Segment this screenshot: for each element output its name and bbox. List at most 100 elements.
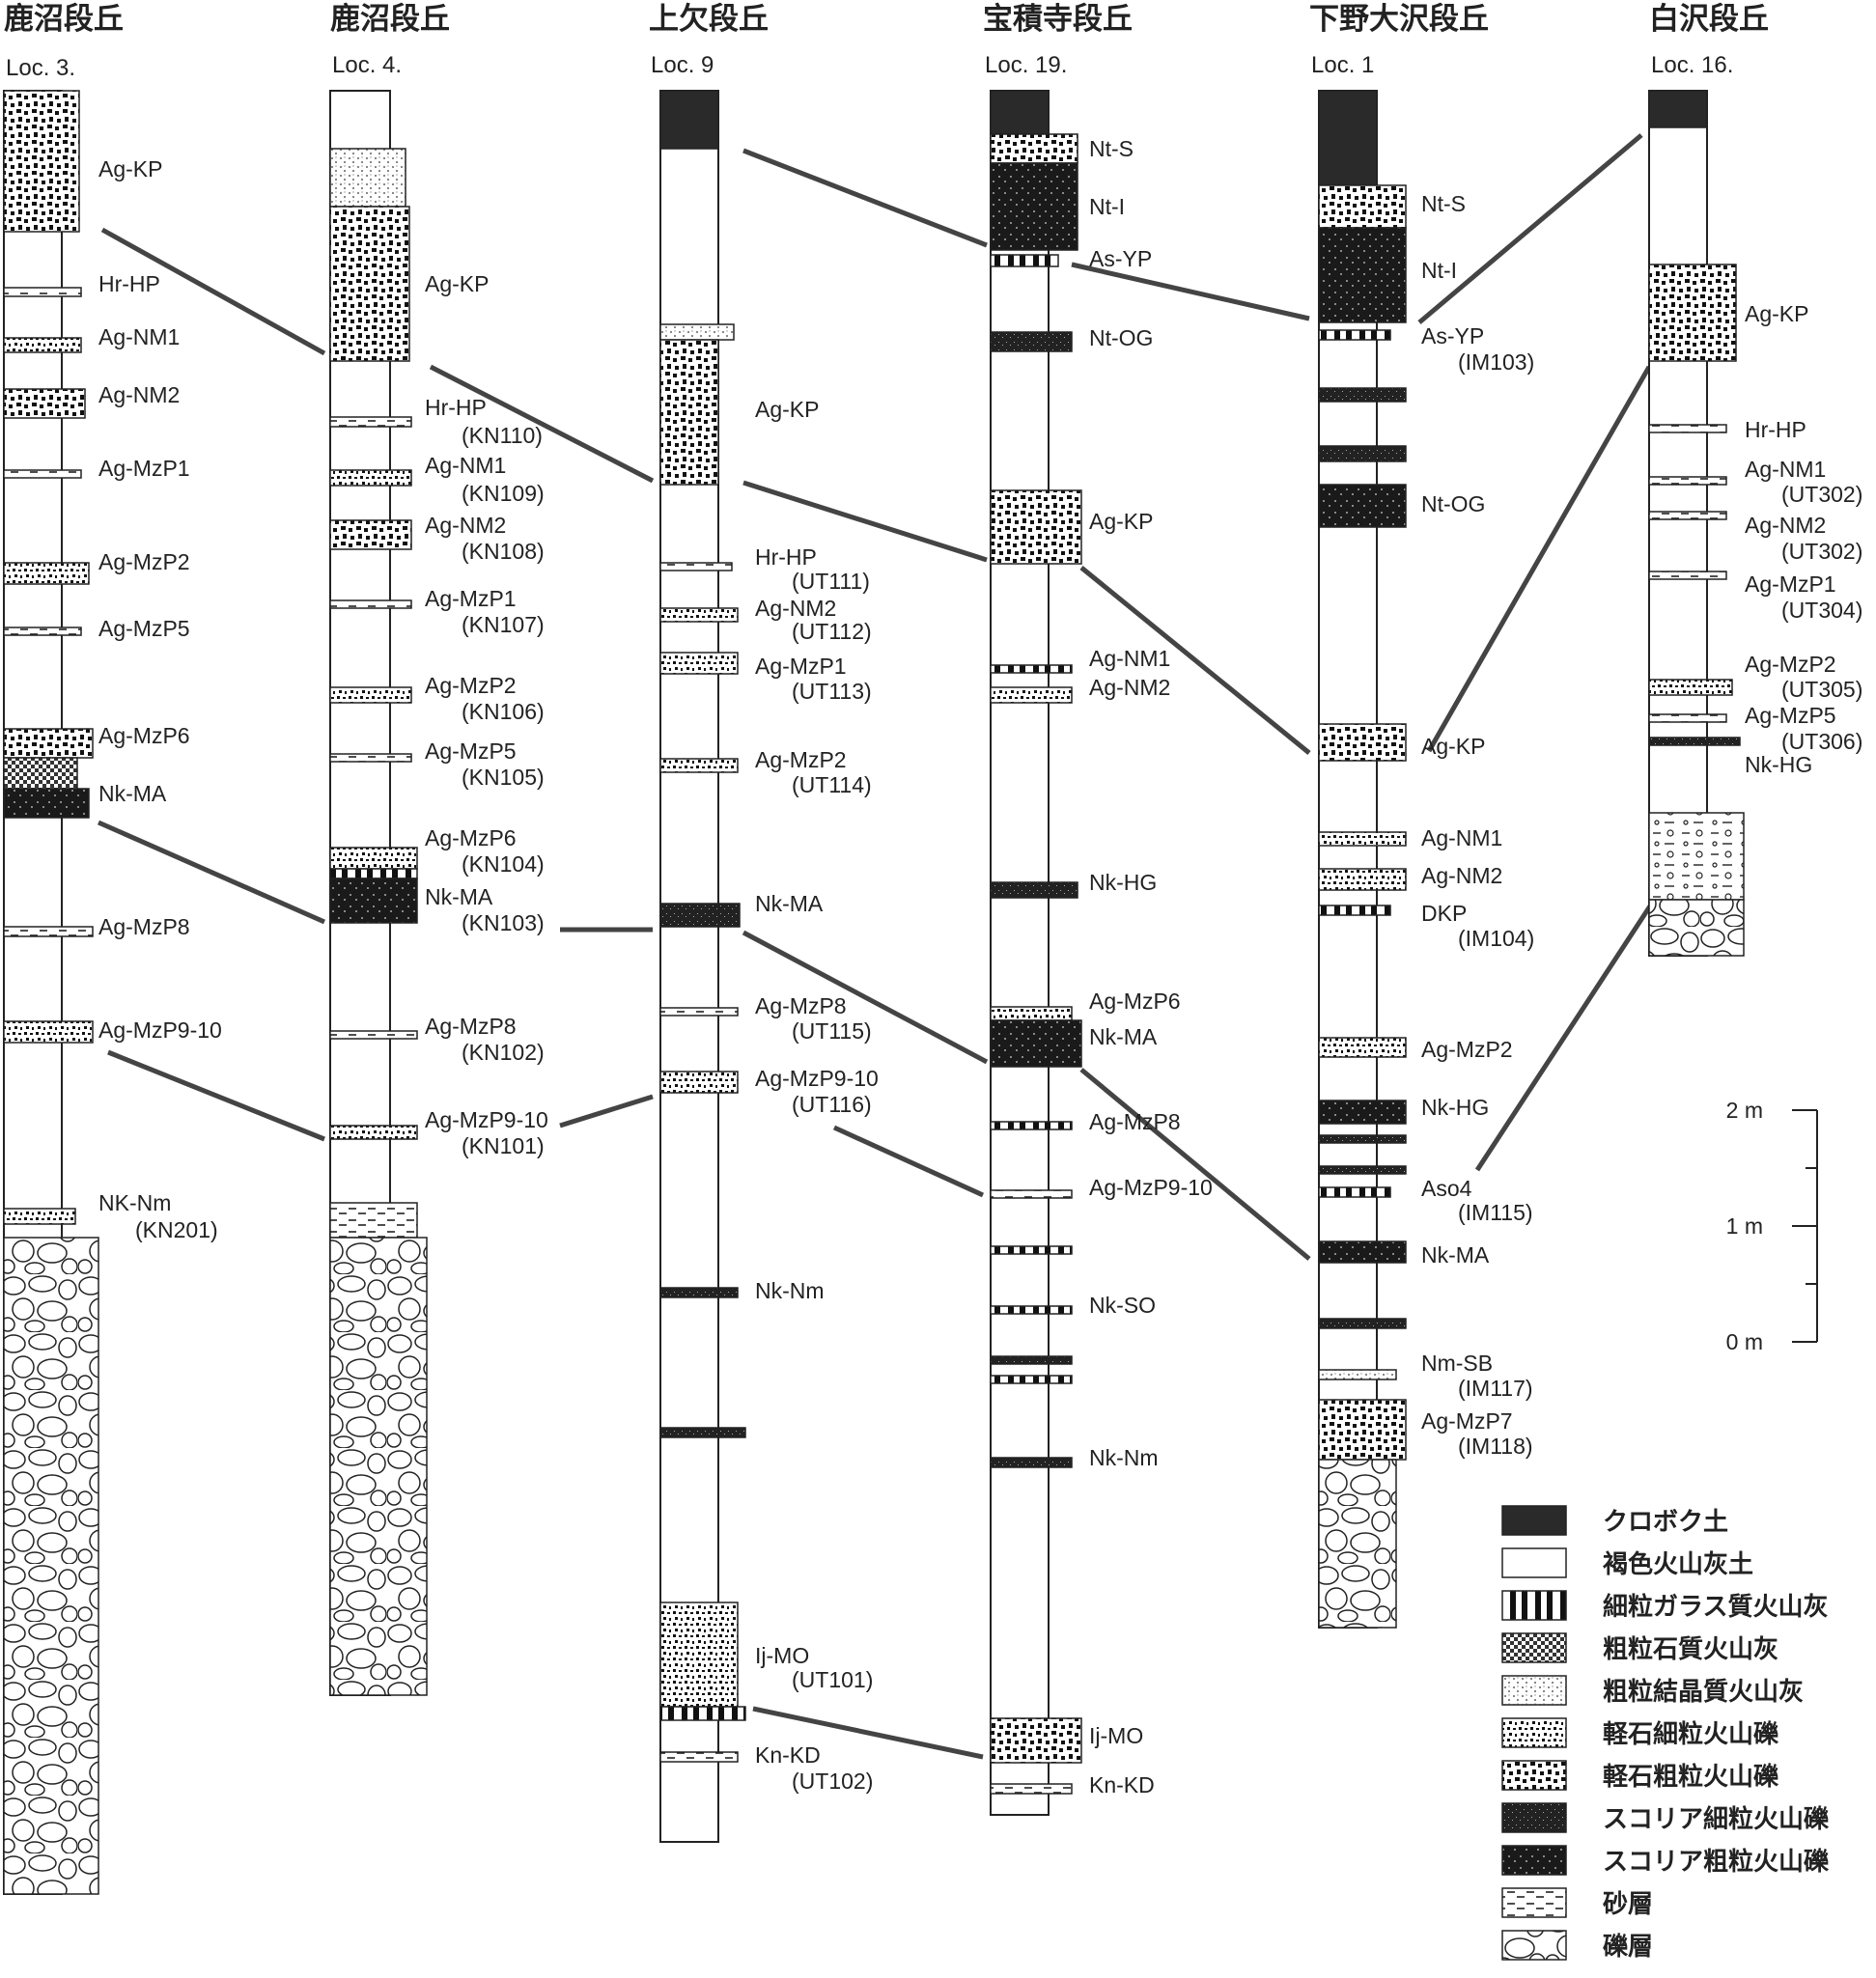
layer-block [3,469,82,479]
layer-block [329,148,406,208]
legend: クロボク土褐色火山灰土細粒ガラス質火山灰粗粒石質火山灰粗粒結晶質火山灰軽石細粒火… [1501,1505,1830,1962]
layer-label: Nk-Nm [1089,1445,1159,1470]
correlation-line [1417,133,1643,324]
layer-label: Ag-MzP6 [425,825,517,850]
layer-block [990,1019,1082,1068]
layer-label: Nt-OG [1089,325,1153,350]
layer-label: Nk-MA [425,884,493,909]
legend-item: クロボク土 [1501,1505,1728,1537]
legend-label: クロボク土 [1603,1508,1728,1537]
layer-label: NK-Nm [98,1190,171,1215]
layer-block [3,1237,99,1895]
layer-block [3,728,94,759]
sample-id: (UT102) [792,1769,873,1794]
layer-block [1648,476,1727,486]
layer-label: Ag-KP [1745,301,1808,326]
layer-label: Nt-OG [1421,491,1485,516]
sample-id: (UT304) [1781,598,1862,623]
layer-block [329,1125,418,1140]
legend-swatch [1501,1505,1567,1536]
layer-label: Ag-MzP2 [1745,652,1836,677]
sample-id: (UT111) [792,569,870,594]
scale-bar: 2 m 1 m 0 m [1726,1098,1818,1354]
legend-label: スコリア粗粒火山礫 [1603,1847,1830,1877]
sample-id: (UT112) [792,619,872,644]
layer-label: Ag-MzP1 [425,586,517,611]
layer-block [3,788,90,819]
layer-label: Kn-KD [1089,1772,1155,1797]
layer-block [1318,905,1391,916]
sample-id: (UT302) [1781,482,1862,507]
layer-label: Ag-MzP2 [1421,1037,1513,1062]
locality-label: Loc. 9 [651,52,714,78]
layer-block [1648,713,1727,723]
correlation-line [742,930,989,1065]
layer-label: Nt-S [1421,191,1466,216]
layer-label: Ag-MzP6 [98,723,190,748]
correlation-line [742,148,988,248]
layer-block [329,1237,428,1696]
legend-swatch [1501,1845,1567,1876]
layer-block [1318,1134,1407,1144]
legend-item: スコリア細粒火山礫 [1501,1802,1830,1834]
layer-block [329,206,410,362]
sample-id: (KN110) [462,423,543,448]
layer-label: Ag-MzP5 [1745,703,1836,728]
layer-block [3,562,90,585]
layer-label: Nk-MA [1089,1024,1158,1049]
layer-label: Ag-MzP9-10 [1089,1175,1213,1200]
column-title: 白沢段丘 [1649,2,1769,37]
layer-block [1318,1100,1407,1125]
layer-block [329,686,412,704]
layer-label: Nt-I [1421,258,1457,283]
column-title: 宝積寺段丘 [983,2,1133,37]
legend-item: 軽石粗粒火山礫 [1501,1760,1779,1792]
legend-item: 褐色火山灰土 [1501,1547,1753,1579]
layer-label: Hr-HP [1745,417,1806,442]
layer-label: Ag-MzP2 [755,747,847,772]
layer-block [659,339,719,486]
layer-block [659,323,735,341]
layer-block [990,1245,1073,1255]
layer-block [1648,424,1727,433]
layer-block [3,337,82,353]
locality-label: Loc. 3. [6,55,75,81]
layer-block [659,607,739,623]
sample-id: (KN101) [462,1133,545,1158]
layer-block [1648,737,1741,746]
layer-block [990,664,1073,674]
layer-label: Ag-MzP1 [755,654,847,679]
column-title: 鹿沼段丘 [4,2,124,37]
layer-label: Ag-NM1 [1089,646,1170,671]
layer-label: DKP [1421,901,1467,926]
layer-block [990,1717,1082,1764]
legend-item: 礫層 [1501,1930,1653,1962]
legend-label: 褐色火山灰土 [1603,1549,1753,1579]
layer-block [1318,1459,1397,1629]
layer-block [659,1602,739,1708]
layer-block [990,881,1078,899]
layer-label: Ag-KP [98,156,162,181]
layer-label: Nk-HG [1089,870,1157,895]
layer-label: Hr-HP [755,544,817,570]
legend-swatch [1501,1760,1567,1791]
correlation-lines [97,133,1656,1760]
layer-block [3,287,82,297]
legend-swatch [1501,1547,1567,1578]
sample-id: (UT116) [792,1092,872,1117]
legend-label: 細粒ガラス質火山灰 [1603,1592,1828,1622]
layer-block [990,133,1078,164]
column-body [1648,90,1708,957]
layer-block [1318,1240,1407,1264]
sample-id: (UT113) [792,679,872,704]
legend-swatch [1501,1632,1567,1663]
sample-id: (KN108) [462,539,545,564]
layer-block [1318,387,1407,403]
legend-swatch [1501,1930,1567,1961]
column-title: 下野大沢段丘 [1309,2,1489,37]
sample-id: (IM115) [1458,1200,1533,1225]
layer-block [1648,899,1745,957]
